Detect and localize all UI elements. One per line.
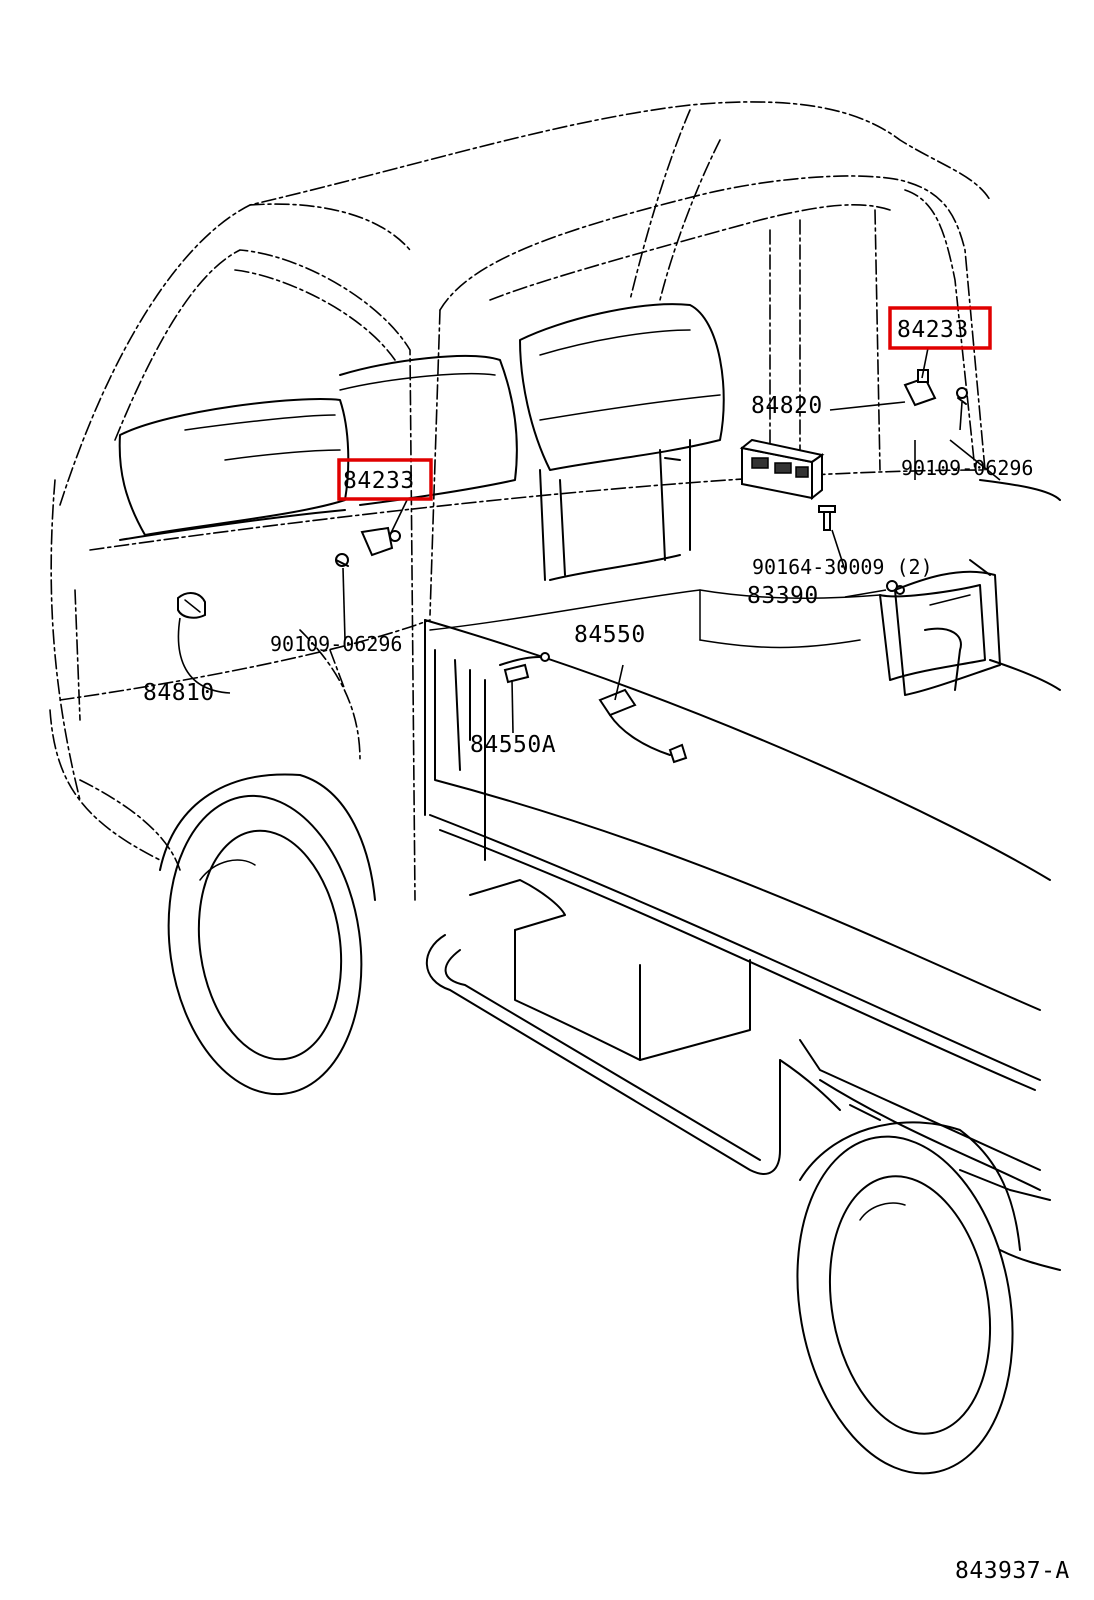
part-90164-screw	[818, 505, 836, 531]
callout-labels: 84233 84233 84820 90109-06296 90164-3000…	[143, 317, 1070, 1584]
front-wheel	[159, 773, 376, 1096]
callout-90109-06296-left: 90109-06296	[270, 632, 402, 656]
part-84233-door-switch-left	[360, 526, 401, 557]
callout-83390: 83390	[747, 583, 819, 609]
seats	[118, 303, 725, 581]
part-fuel-tank-unit	[894, 559, 1001, 696]
part-84550-switch	[598, 688, 688, 764]
callout-84550A: 84550A	[470, 732, 556, 758]
rear-wheel	[796, 1121, 1021, 1475]
highlight-boxes	[337, 306, 992, 501]
callout-90109-06296-right: 90109-06296	[901, 456, 1033, 480]
part-84550A-connector	[499, 652, 550, 684]
part-84820-power-window-switch	[739, 438, 825, 501]
callout-84810: 84810	[143, 680, 215, 706]
callout-84550: 84550	[574, 622, 646, 648]
highlight-box-84233-left	[337, 458, 433, 501]
cab-outline	[49, 101, 991, 901]
part-84810-buzzer	[177, 592, 206, 619]
part-90109-bolt-left	[335, 553, 349, 567]
callout-84233-left: 84233	[343, 468, 415, 494]
leader-lines	[177, 347, 1001, 734]
callout-84820: 84820	[751, 393, 823, 419]
highlight-box-84233-right	[888, 306, 992, 350]
part-83390-sensor	[886, 580, 905, 595]
chassis-frame	[425, 879, 1061, 1271]
cargo-bed	[424, 479, 1061, 1091]
callout-90164-30009: 90164-30009 (2)	[752, 555, 933, 579]
part-84233-door-switch-right	[903, 369, 937, 407]
part-90109-bolt-right	[956, 387, 968, 405]
figure-code: 843937-A	[955, 1558, 1070, 1584]
callout-84233-right: 84233	[897, 317, 969, 343]
